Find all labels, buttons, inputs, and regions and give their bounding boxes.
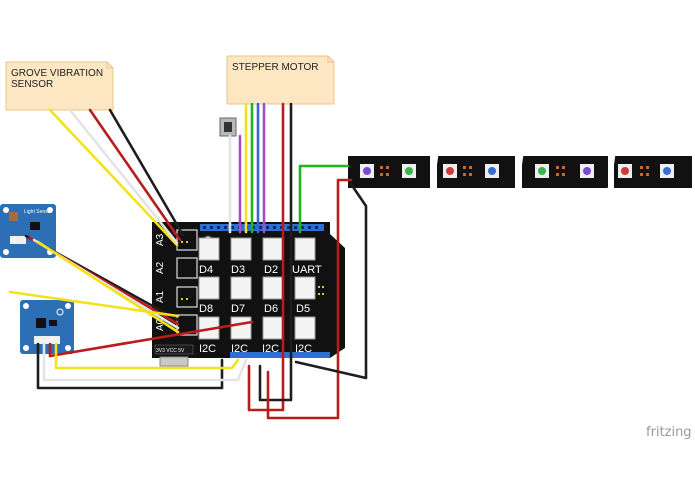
port-d3-label: D3 <box>231 264 245 276</box>
wire-vibration-white <box>68 108 179 245</box>
bottom-header <box>230 352 330 358</box>
led-pixel <box>402 164 416 178</box>
led-strip <box>348 153 692 191</box>
grove-sensor-module <box>20 300 74 354</box>
port-i2c-1: I2C <box>198 316 220 355</box>
wire-led-red <box>266 178 353 420</box>
wire-module-white <box>42 342 248 382</box>
port-i2c-3-label: I2C <box>262 343 279 355</box>
note-vibration-line2: SENSOR <box>11 79 53 90</box>
port-d3: D3 <box>230 237 252 276</box>
wire-light-yellow <box>36 240 180 334</box>
wires <box>8 102 368 420</box>
port-d7: D7 <box>230 276 252 315</box>
port-i2c-1-label: I2C <box>199 343 216 355</box>
light-sensor-module: Light Sensor <box>0 204 56 258</box>
power-switch-label: 3V3 VCC 5V <box>156 348 185 354</box>
port-d4: D4 <box>198 237 220 276</box>
wire-module-red <box>48 320 254 358</box>
port-i2c-3: I2C <box>262 316 284 355</box>
grove-base-shield: 3V3 VCC 5V A3 A2 A1 A0 D4 D3 <box>152 222 345 367</box>
port-i2c-4: I2C <box>294 316 316 355</box>
wire-vibration-black <box>108 108 185 237</box>
port-i2c-2-label: I2C <box>231 343 248 355</box>
wire-module-yellow-b <box>54 342 240 370</box>
port-a0: A0 <box>155 314 198 336</box>
led-pixel <box>443 164 457 178</box>
port-a1: A1 <box>155 286 198 308</box>
wire-stepper-black <box>258 102 293 402</box>
led-pixel <box>360 164 374 178</box>
power-switch[interactable] <box>159 356 189 367</box>
wire-module-black <box>36 342 224 390</box>
stepper-push-button[interactable] <box>219 117 237 137</box>
port-a2: A2 <box>155 257 198 279</box>
port-d4-label: D4 <box>199 264 213 276</box>
note-stepper-motor: STEPPER MOTOR <box>226 55 335 105</box>
wire-module-yellow-a <box>8 290 180 318</box>
wire-vibration-red <box>88 108 182 242</box>
port-d5-label: D5 <box>296 303 310 315</box>
port-d5: D5 <box>294 276 316 315</box>
led-pixel <box>535 164 549 178</box>
port-d2: D2 <box>262 237 284 276</box>
led-pixel <box>485 164 499 178</box>
note-vibration-line1: GROVE VIBRATION <box>11 68 103 79</box>
port-d6: D6 <box>262 276 284 315</box>
fritzing-brand: fritzing <box>646 425 692 440</box>
port-d2-label: D2 <box>264 264 278 276</box>
light-sensor-title: Light Sensor <box>24 209 52 215</box>
wire-vibration-yellow <box>48 108 179 247</box>
led-pixel <box>618 164 632 178</box>
port-a0-label: A0 <box>155 318 166 331</box>
port-uart-label: UART <box>292 264 322 276</box>
wire-led-green <box>298 164 350 234</box>
photoresistor <box>9 212 18 221</box>
note-stepper-line1: STEPPER MOTOR <box>232 62 319 73</box>
port-d6-label: D6 <box>264 303 278 315</box>
port-d7-label: D7 <box>231 303 245 315</box>
port-d8: D8 <box>198 276 220 315</box>
port-a2-label: A2 <box>155 261 166 274</box>
port-i2c-4-label: I2C <box>295 343 312 355</box>
led-pixel <box>580 164 594 178</box>
led-pixel <box>660 164 674 178</box>
wire-led-black <box>294 182 368 380</box>
port-a1-label: A1 <box>155 290 166 303</box>
wire-stepper-red <box>247 102 285 412</box>
note-vibration-sensor: GROVE VIBRATION SENSOR <box>5 61 114 111</box>
port-a3-label: A3 <box>155 233 166 246</box>
port-d8-label: D8 <box>199 303 213 315</box>
port-uart: UART <box>292 237 322 276</box>
